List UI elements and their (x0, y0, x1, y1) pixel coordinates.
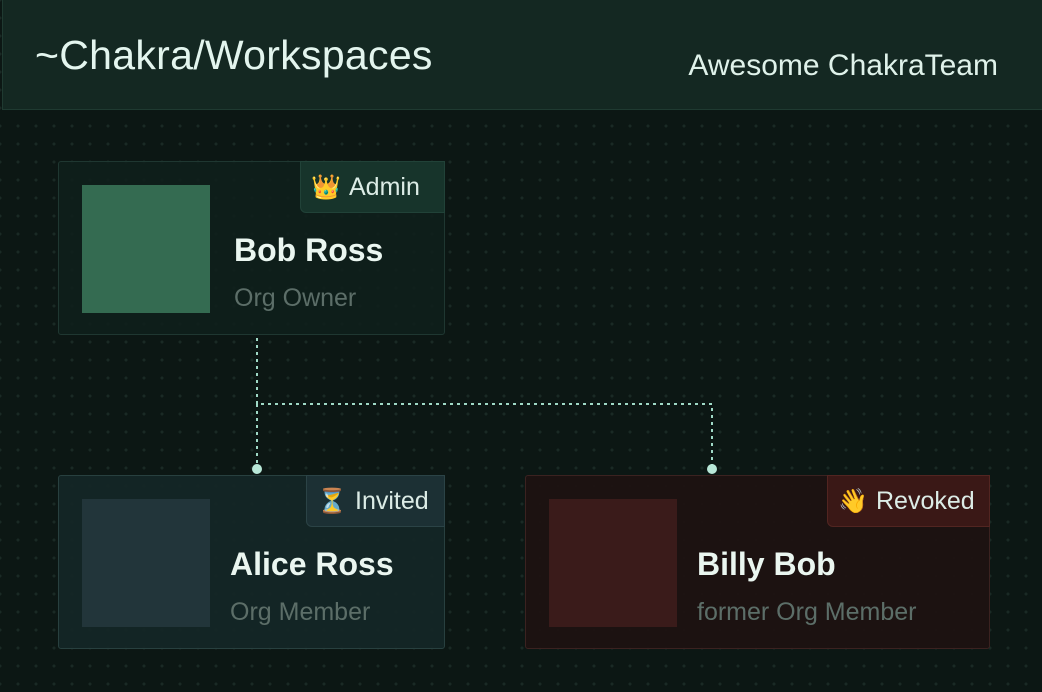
header-bar: ~Chakra/Workspaces Awesome ChakraTeam (2, 0, 1042, 110)
admin-badge: 👑 Admin (300, 161, 445, 213)
member-role: Org Owner (234, 284, 357, 312)
badge-label: Revoked (876, 486, 975, 515)
avatar (82, 185, 210, 313)
avatar (82, 499, 210, 627)
revoked-badge: 👋 Revoked (827, 475, 990, 527)
revoked-connector-dot (707, 464, 717, 474)
invited-connector-dot (252, 464, 262, 474)
badge-label: Invited (355, 486, 429, 515)
member-card-bob-ross[interactable]: 👑 Admin Bob Ross Org Owner (58, 161, 445, 335)
member-card-alice-ross[interactable]: ⏳ Invited Alice Ross Org Member (58, 475, 445, 649)
waving-hand-icon: 👋 (838, 487, 868, 515)
member-role: Org Member (230, 598, 371, 626)
invited-badge: ⏳ Invited (306, 475, 445, 527)
member-card-billy-bob[interactable]: 👋 Revoked Billy Bob former Org Member (525, 475, 990, 649)
owner-connector-line (256, 338, 713, 470)
team-name[interactable]: Awesome ChakraTeam (688, 49, 998, 82)
avatar (549, 499, 677, 627)
crown-icon: 👑 (311, 173, 341, 201)
badge-label: Admin (349, 172, 420, 201)
member-role: former Org Member (697, 598, 917, 626)
page-title: ~Chakra/Workspaces (35, 32, 433, 78)
member-name: Bob Ross (234, 232, 384, 268)
hourglass-icon: ⏳ (317, 487, 347, 515)
member-name: Billy Bob (697, 546, 836, 582)
member-name: Alice Ross (230, 546, 394, 582)
